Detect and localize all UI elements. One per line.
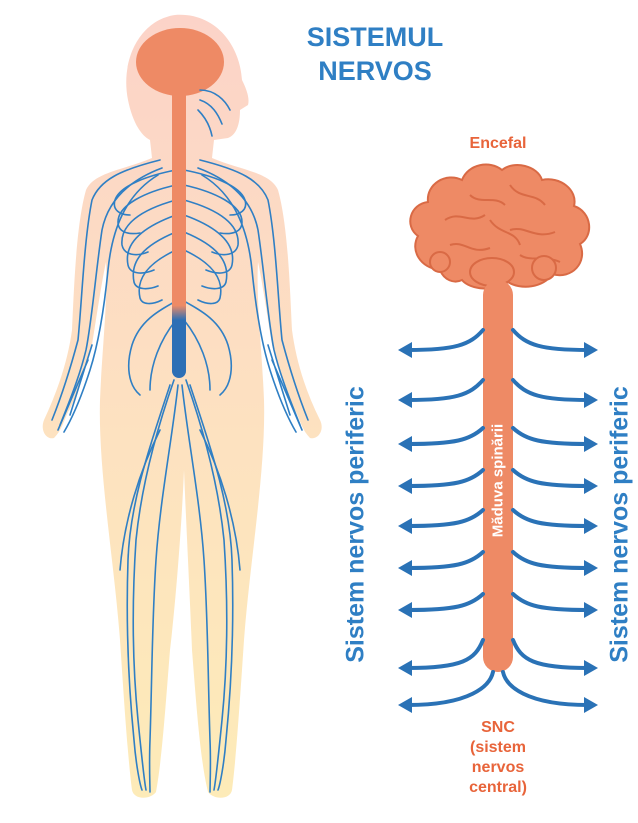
cns-label-line-2: (sistem xyxy=(430,738,566,758)
cns-label-line-3: nervos xyxy=(430,758,566,778)
diagram-title: SISTEMUL NERVOS xyxy=(290,20,460,88)
title-line-1: SISTEMUL xyxy=(290,20,460,54)
peripheral-left-label: Sistem nervos periferic xyxy=(342,350,371,700)
cns-label-line-4: central) xyxy=(430,778,566,798)
peripheral-right-label: Sistem nervos periferic xyxy=(606,350,635,700)
spinal-cord-label: Măduva spinării xyxy=(490,401,507,561)
brain-illustration xyxy=(410,165,589,289)
brain-label: Encefal xyxy=(438,135,558,153)
cns-label-line-1: SNC xyxy=(430,718,566,738)
cns-label: SNC (sistem nervos central) xyxy=(430,718,566,798)
title-line-2: NERVOS xyxy=(290,54,460,88)
